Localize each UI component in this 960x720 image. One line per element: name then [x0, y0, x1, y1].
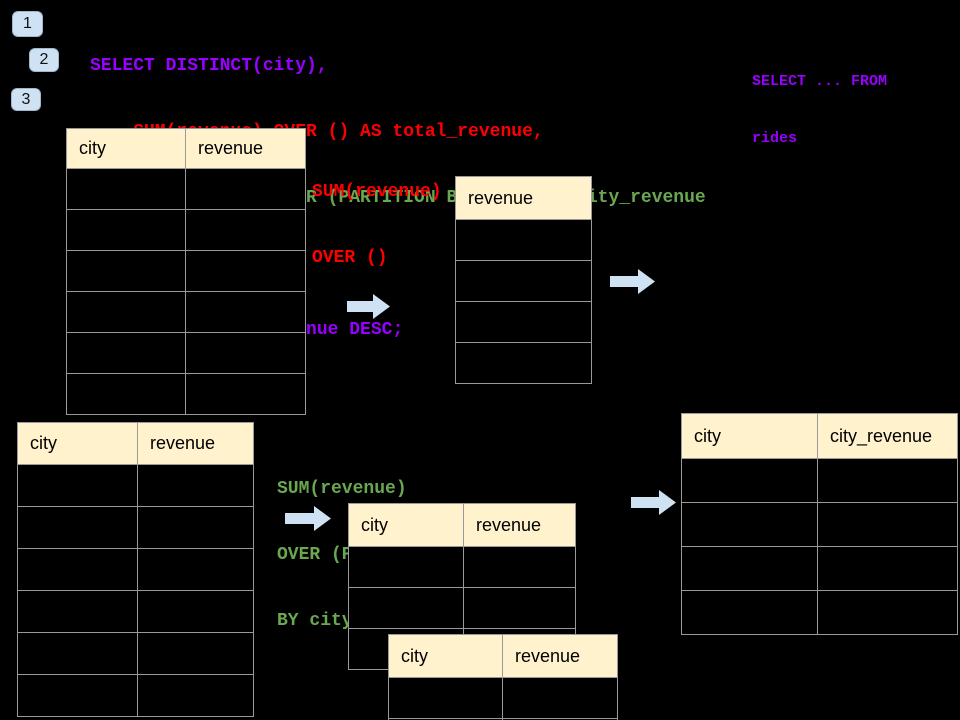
- column-header-city: city: [389, 635, 503, 677]
- empty-table-row: [456, 301, 591, 342]
- empty-table-row: [682, 590, 957, 634]
- empty-table-row: [67, 332, 305, 373]
- empty-table-row: [18, 464, 253, 506]
- arrow-right-icon: [285, 504, 332, 533]
- total-revenue-annotation: SUM(revenue) OVER (): [312, 137, 442, 313]
- empty-table-row: [349, 546, 575, 587]
- select-from-rides-note: SELECT ... FROM rides: [752, 34, 887, 186]
- empty-table-row: [456, 260, 591, 301]
- empty-table-row: [67, 168, 305, 209]
- column-header-city-revenue: city_revenue: [818, 414, 957, 458]
- empty-table-row: [67, 209, 305, 250]
- arrow-right-icon: [347, 292, 391, 321]
- annotation-line: OVER (): [312, 248, 388, 268]
- side-note-line-2: rides: [752, 130, 798, 147]
- step-badge-2: 2: [29, 48, 59, 72]
- empty-table-row: [682, 546, 957, 590]
- column-header-revenue: revenue: [503, 635, 617, 677]
- empty-table-row: [67, 250, 305, 291]
- annotation-line: SUM(revenue): [277, 479, 407, 499]
- arrow-right-icon: [631, 488, 677, 517]
- column-header-city: city: [349, 504, 464, 546]
- empty-table-row: [18, 548, 253, 590]
- city-revenue-table: city city_revenue: [681, 413, 958, 635]
- empty-table-row: [67, 291, 305, 332]
- total-revenue-table: revenue: [455, 176, 592, 384]
- empty-table-row: [349, 587, 575, 628]
- empty-table-row: [18, 590, 253, 632]
- column-header-city: city: [67, 129, 186, 168]
- empty-table-row: [18, 632, 253, 674]
- sql-line-select-distinct: SELECT DISTINCT(city),: [90, 56, 328, 76]
- empty-table-row: [67, 373, 305, 414]
- column-header-revenue: revenue: [186, 129, 305, 168]
- side-note-line-1: SELECT ... FROM: [752, 73, 888, 90]
- empty-table-row: [18, 674, 253, 716]
- column-header-city: city: [682, 414, 818, 458]
- column-header-city: city: [18, 423, 138, 464]
- partitioned-table-overlay: city revenue: [388, 634, 618, 720]
- source-table-top: city revenue: [66, 128, 306, 415]
- arrow-right-icon: [610, 267, 656, 296]
- column-header-revenue: revenue: [138, 423, 253, 464]
- empty-table-row: [389, 677, 617, 718]
- empty-table-row: [456, 342, 591, 383]
- empty-table-row: [456, 219, 591, 260]
- empty-table-row: [18, 506, 253, 548]
- empty-table-row: [682, 502, 957, 546]
- step-badge-1: 1: [12, 11, 43, 37]
- column-header-revenue: revenue: [456, 177, 591, 219]
- annotation-line: SUM(revenue): [312, 182, 442, 202]
- empty-table-row: [682, 458, 957, 502]
- source-table-bottom: city revenue: [17, 422, 254, 717]
- column-header-revenue: revenue: [464, 504, 575, 546]
- step-badge-3: 3: [11, 88, 41, 111]
